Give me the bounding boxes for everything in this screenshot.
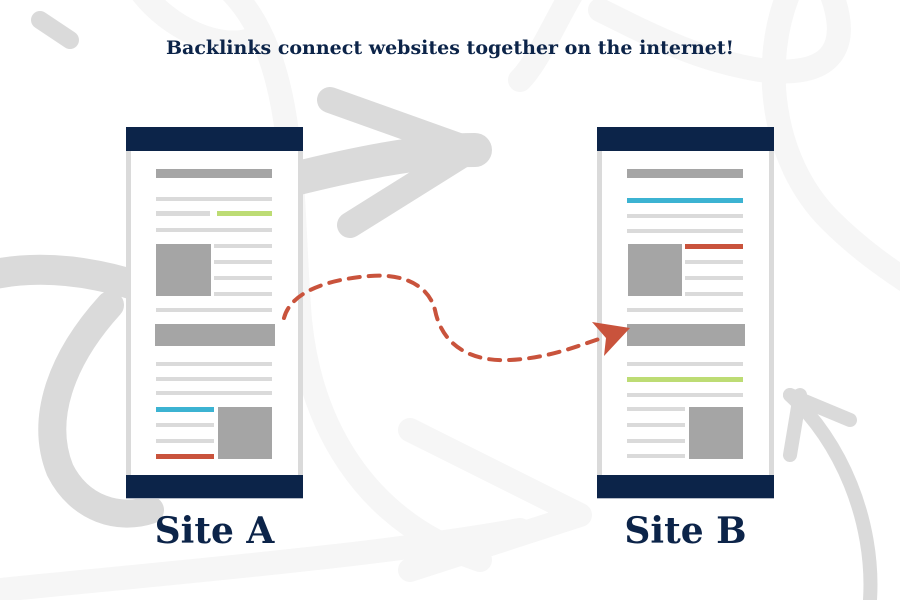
text-line-placeholder [156, 169, 272, 178]
text-line-placeholder [156, 439, 214, 443]
site-a-header-bar [126, 127, 303, 151]
image-placeholder [628, 244, 682, 296]
text-line-placeholder [156, 423, 214, 427]
text-line-placeholder [156, 407, 214, 412]
text-line-placeholder [627, 308, 743, 312]
text-line-placeholder [627, 393, 743, 397]
text-line-placeholder [627, 407, 685, 411]
text-line-placeholder [156, 308, 272, 312]
text-line-placeholder [627, 377, 743, 382]
text-line-placeholder [156, 391, 272, 395]
headline: Backlinks connect websites together on t… [165, 37, 734, 59]
site-a-frame-left [126, 151, 131, 477]
image-placeholder [156, 244, 211, 296]
text-line-placeholder [217, 211, 272, 216]
image-placeholder [218, 407, 272, 459]
site-b-frame-right [769, 151, 774, 477]
text-line-placeholder [627, 423, 685, 427]
text-line-placeholder [156, 211, 210, 216]
text-line-placeholder [627, 362, 743, 366]
site-b-header-bar [597, 127, 774, 151]
site-a-page [126, 127, 303, 499]
text-line-placeholder [156, 362, 272, 366]
text-line-placeholder [627, 439, 685, 443]
text-line-placeholder [156, 377, 272, 381]
image-placeholder [689, 407, 743, 459]
site-b-page [597, 127, 774, 499]
text-line-placeholder [627, 198, 743, 203]
text-line-placeholder [627, 454, 685, 458]
text-line-placeholder [214, 260, 272, 264]
text-line-placeholder [156, 228, 272, 232]
text-line-placeholder [685, 260, 743, 264]
text-line-placeholder [156, 197, 272, 201]
text-line-placeholder [214, 276, 272, 280]
text-line-placeholder [627, 169, 743, 178]
text-line-placeholder [214, 244, 272, 248]
site-b-footer-bar [597, 475, 774, 499]
text-line-placeholder [214, 292, 272, 296]
text-line-placeholder [685, 292, 743, 296]
text-line-placeholder [685, 244, 743, 249]
site-b-frame-left [597, 151, 602, 477]
site-a-footer-bar [126, 475, 303, 499]
text-line-placeholder [685, 276, 743, 280]
text-line-placeholder [156, 454, 214, 459]
image-placeholder [155, 324, 275, 346]
site-b-label: Site B [624, 510, 747, 552]
image-placeholder [627, 324, 745, 346]
text-line-placeholder [627, 214, 743, 218]
text-line-placeholder [627, 229, 743, 233]
site-a-frame-right [298, 151, 303, 477]
site-a-label: Site A [154, 510, 275, 552]
